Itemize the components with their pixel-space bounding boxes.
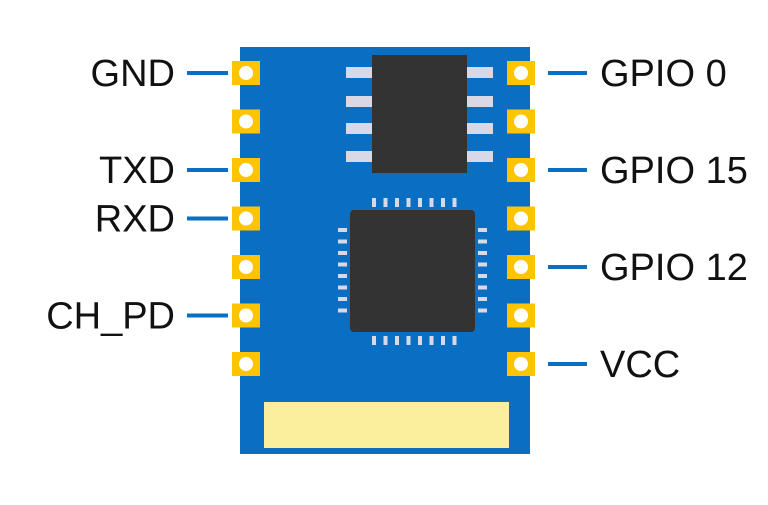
left-pin-label: TXD <box>99 150 175 192</box>
chip-lead-bottom <box>418 336 422 345</box>
chip-lead-bottom <box>452 336 457 345</box>
flash-chip-lead <box>346 151 372 162</box>
chip-lead-top <box>441 198 445 207</box>
chip-lead-bottom <box>441 336 445 345</box>
chip-lead-right <box>478 297 487 301</box>
right-pin-pad <box>507 352 535 376</box>
chip-lead-right <box>478 228 487 232</box>
chip-lead-top <box>395 198 399 207</box>
left-pin-pad <box>232 206 260 231</box>
chip-lead-bottom <box>406 336 411 345</box>
right-pin-pad <box>507 61 535 85</box>
chip-lead-right <box>478 262 487 267</box>
right-pin-pad <box>507 109 535 134</box>
chip-lead-left <box>338 239 347 244</box>
chip-lead-bottom <box>372 336 376 345</box>
chip-lead-right <box>478 251 487 255</box>
chip-lead-left <box>338 262 347 267</box>
flash-chip-lead <box>467 123 493 134</box>
left-pin-pad <box>232 352 260 376</box>
chip-lead-right <box>478 285 487 290</box>
chip-lead-right <box>478 274 487 278</box>
left-pin-pad <box>232 109 260 134</box>
left-pin-label: GND <box>91 53 175 95</box>
left-pin-label: CH_PD <box>46 296 175 338</box>
right-pin-pad <box>507 206 535 231</box>
left-pin-pad <box>232 158 260 182</box>
pin-lead-lines <box>187 71 587 366</box>
flash-chip-lead <box>346 67 372 78</box>
chip-lead-bottom <box>429 336 434 345</box>
chip-lead-top <box>452 198 457 207</box>
flash-chip-lead <box>346 96 372 107</box>
chip-lead-left <box>338 285 347 290</box>
flash-chip-lead <box>467 96 493 107</box>
chip-lead-bottom <box>383 336 388 345</box>
left-pin-pad <box>232 303 260 328</box>
chip-lead-right <box>478 239 487 244</box>
flash-chip-lead <box>346 123 372 134</box>
pin-headers <box>232 61 535 376</box>
right-pin-label: GPIO 15 <box>600 150 748 192</box>
chip-lead-top <box>406 198 411 207</box>
right-pin-label: VCC <box>600 344 680 386</box>
chip-lead-top <box>418 198 422 207</box>
right-pin-pad <box>507 158 535 182</box>
chip-lead-top <box>429 198 434 207</box>
chip-lead-left <box>338 308 347 313</box>
chip-lead-left <box>338 228 347 232</box>
right-pin-label: GPIO 0 <box>600 53 727 95</box>
left-pin-label: RXD <box>95 199 175 241</box>
chip-lead-left <box>338 297 347 301</box>
left-pin-pad <box>232 61 260 85</box>
flash-chip-lead <box>467 151 493 162</box>
chip-lead-top <box>372 198 376 207</box>
right-pin-pad <box>507 303 535 328</box>
antenna-area <box>264 402 509 448</box>
right-pin-pad <box>507 255 535 279</box>
chip-lead-left <box>338 274 347 278</box>
flash-chip <box>346 55 493 173</box>
right-pin-label: GPIO 12 <box>600 247 748 289</box>
left-pin-pad <box>232 255 260 279</box>
chip-lead-top <box>383 198 388 207</box>
pin-labels: GND TXD RXD CH_PD GPIO 0 GPIO 15 GPIO 12 VCC <box>46 53 748 386</box>
chip-lead-left <box>338 251 347 255</box>
flash-chip-lead <box>467 67 493 78</box>
chip-lead-bottom <box>395 336 399 345</box>
chip-lead-right <box>478 308 487 313</box>
microcontroller-chip <box>338 198 487 345</box>
